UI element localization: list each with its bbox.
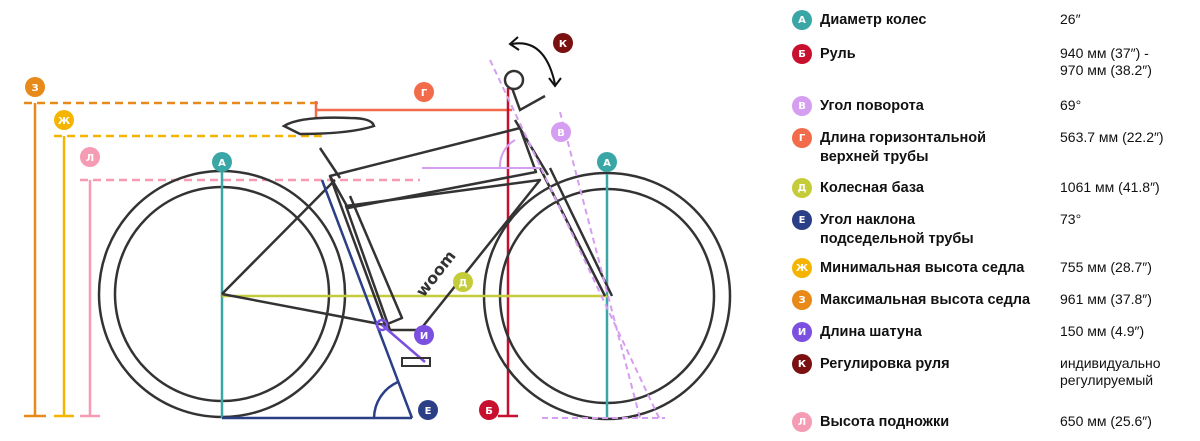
- saddle: [281, 116, 376, 136]
- spec-badge: Б: [792, 44, 812, 64]
- spec-badge: Е: [792, 210, 812, 230]
- svg-text:А: А: [218, 158, 226, 169]
- head-angle: [422, 59, 665, 421]
- spec-label: Угол поворота: [820, 98, 924, 114]
- spec-label: Длина шатуна: [820, 324, 922, 340]
- spec-label: Колесная база: [820, 180, 924, 196]
- spec-value: 650 мм (25.6″): [1060, 413, 1152, 429]
- svg-text:И: И: [420, 331, 428, 342]
- spec-label: Диаметр колес: [820, 12, 927, 28]
- spec-value: 26″: [1060, 11, 1081, 27]
- spec-label: Максимальная высота седла: [820, 292, 1031, 308]
- svg-text:З: З: [31, 83, 38, 94]
- marker-a-front: А: [597, 152, 617, 172]
- marker-e: Е: [418, 400, 438, 420]
- spec-value: 1061 мм (41.8″): [1060, 179, 1160, 195]
- spec-label: Длина горизонтальной верхней трубы: [820, 130, 987, 165]
- seat-tube-angle: [222, 179, 414, 420]
- marker-a-rear: А: [212, 152, 232, 172]
- marker-k: К: [553, 33, 573, 53]
- svg-text:Б: Б: [485, 406, 493, 417]
- spec-value: 563.7 мм (22.2″): [1060, 129, 1164, 145]
- svg-text:Ж: Ж: [58, 116, 71, 127]
- handlebar-adjust-arrow: [508, 36, 562, 88]
- crank: [375, 318, 426, 363]
- standover-height-line: [80, 178, 420, 418]
- marker-v: В: [551, 122, 571, 142]
- spec-badge: Ж: [792, 258, 812, 278]
- marker-z: З: [25, 77, 45, 97]
- handlebar: [503, 69, 546, 112]
- svg-text:Г: Г: [421, 88, 428, 99]
- spec-value: 73°: [1060, 211, 1082, 227]
- svg-text:Д: Д: [459, 278, 468, 289]
- spec-badge: Г: [792, 128, 812, 148]
- spec-badge: З: [792, 290, 812, 310]
- spec-value: 940 мм (37″) - 970 мм (38.2″): [1060, 45, 1152, 78]
- spec-value: 69°: [1060, 97, 1082, 113]
- marker-i: И: [414, 325, 434, 345]
- spec-badge: Л: [792, 412, 812, 432]
- spec-badge: К: [792, 354, 812, 374]
- svg-text:Е: Е: [425, 406, 432, 417]
- spec-badge: А: [792, 10, 812, 30]
- spec-label: Руль: [820, 46, 856, 62]
- marker-g: Г: [414, 82, 434, 102]
- marker-d: Д: [453, 272, 473, 292]
- pedal: [401, 357, 431, 367]
- bike-geometry-diagram: woom А А З Ж Л Г В Д И Е Б К: [24, 33, 732, 421]
- spec-label: Регулировка руля: [820, 356, 950, 372]
- marker-b: Б: [479, 400, 499, 420]
- spec-badge: И: [792, 322, 812, 342]
- svg-text:А: А: [603, 158, 611, 169]
- marker-zh: Ж: [54, 110, 74, 130]
- woom-logo: woom: [412, 247, 460, 301]
- handlebar-height-line: [498, 88, 518, 418]
- bike-frame: [221, 119, 614, 332]
- spec-label: Минимальная высота седла: [820, 260, 1025, 276]
- spec-label: Высота подножки: [820, 414, 950, 430]
- top-tube-length-line: [314, 101, 512, 119]
- max-saddle-height-line: [24, 101, 318, 418]
- min-saddle-height-line: [54, 134, 322, 418]
- spec-value: 755 мм (28.7″): [1060, 259, 1152, 275]
- spec-label: Угол наклона подседельной трубы: [820, 212, 974, 247]
- svg-text:Л: Л: [86, 153, 94, 164]
- spec-value: 961 мм (37.8″): [1060, 291, 1152, 307]
- spec-value: индивидуально регулируемый: [1060, 355, 1161, 388]
- spec-value: 150 мм (4.9″): [1060, 323, 1145, 339]
- svg-text:В: В: [557, 128, 565, 139]
- svg-text:К: К: [559, 39, 568, 50]
- spec-badge: В: [792, 96, 812, 116]
- marker-l: Л: [80, 147, 100, 167]
- spec-badge: Д: [792, 178, 812, 198]
